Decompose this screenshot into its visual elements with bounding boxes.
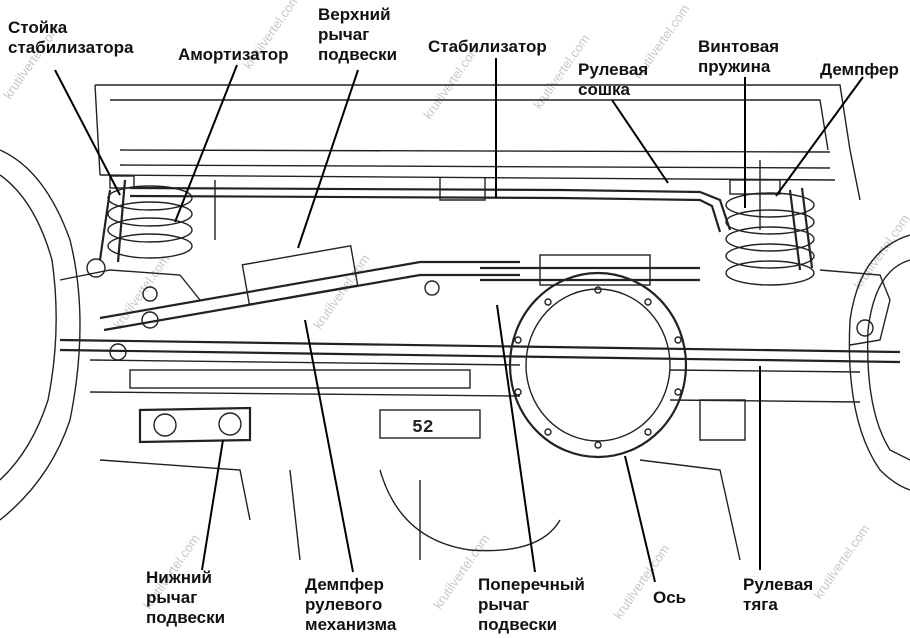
label-stabilizer: Стабилизатор [428, 37, 547, 56]
stabilizer-bar [129, 186, 732, 233]
label-shock-absorber: Амортизатор [178, 45, 289, 64]
watermark: krutilvertel.com [810, 522, 872, 602]
label-steering-damper: Демпфер рулевого механизма [305, 575, 397, 634]
label-coil-spring: Винтовая пружина [698, 37, 780, 76]
upper-arm-and-damper [99, 244, 520, 332]
tie-rod [59, 338, 901, 364]
label-track-bar: Поперечный рычаг подвески [478, 575, 585, 634]
watermark: krutilvertel.com [610, 542, 672, 622]
lower-details [99, 399, 746, 561]
differential-housing [508, 254, 688, 459]
track-bar [480, 266, 700, 282]
label-stabilizer-link: Стойка стабилизатора [8, 18, 134, 57]
lower-arm: 52 [138, 406, 481, 444]
label-damper: Демпфер [820, 60, 899, 79]
label-lower-arm: Нижний рычаг подвески [146, 568, 226, 627]
leader-lines [54, 58, 864, 583]
right-wheel-assembly [725, 179, 910, 491]
label-pitman-arm: Рулевая сошка [578, 60, 649, 99]
label-upper-arm: Верхний рычаг подвески [318, 5, 398, 64]
label-axle: Ось [653, 588, 687, 607]
label-tie-rod: Рулевая тяга [743, 575, 814, 614]
axle-tube [89, 359, 861, 403]
left-wheel-assembly [0, 149, 201, 521]
plate-text: 52 [412, 418, 434, 438]
